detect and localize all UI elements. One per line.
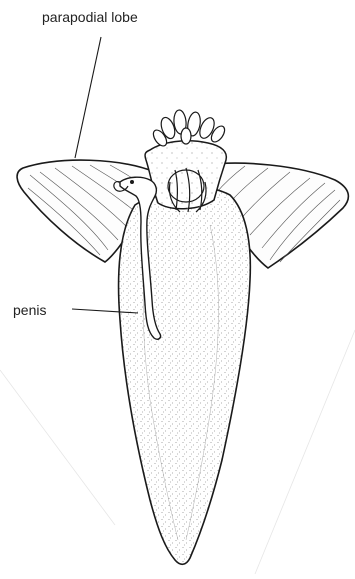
- penis-label: penis: [13, 302, 46, 318]
- head-region: [145, 110, 227, 212]
- body: [119, 187, 251, 564]
- parapodial-lobe-label: parapodial lobe: [42, 9, 138, 25]
- oral-tentacles: [151, 110, 228, 149]
- parapodial-lobe-leader-line: [75, 37, 101, 158]
